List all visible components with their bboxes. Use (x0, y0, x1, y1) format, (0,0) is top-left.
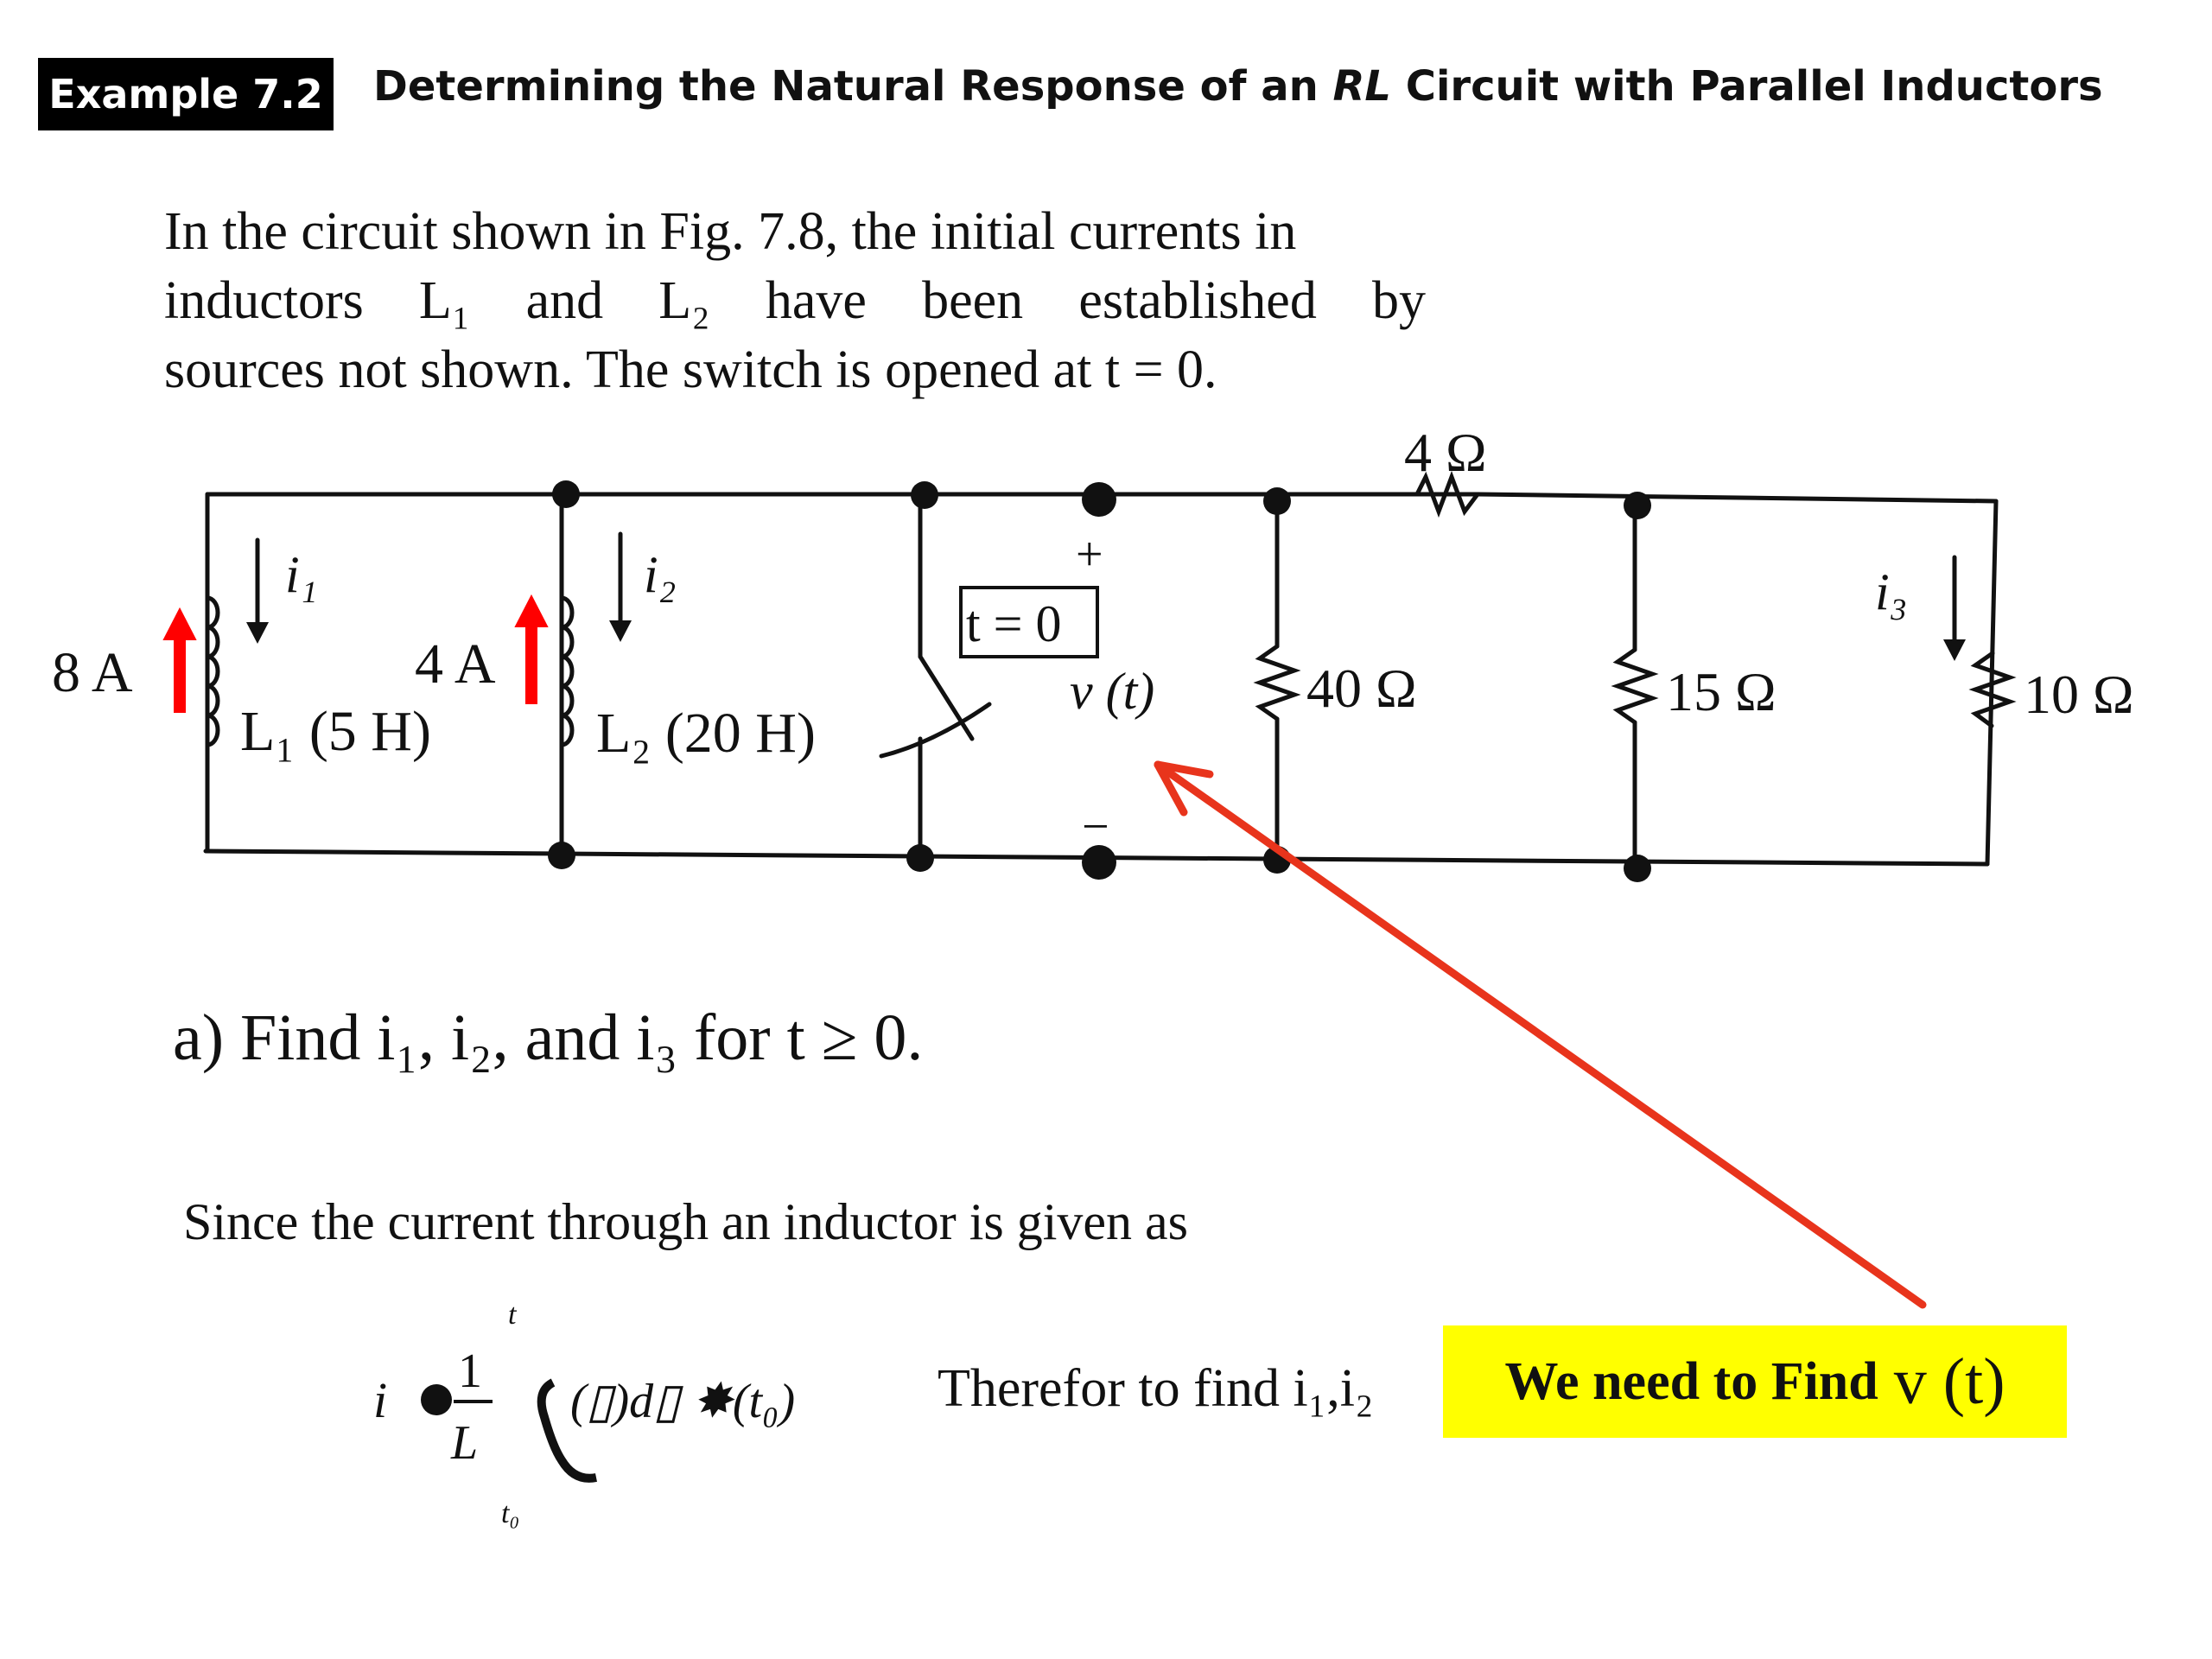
callout-text: We need to Find (1504, 1351, 1878, 1411)
since-text: Since the current through an inductor is… (183, 1193, 1189, 1250)
annotation-arrow (1154, 760, 1927, 1309)
source-4a-label: 4 A (415, 632, 496, 696)
formula-i: i (373, 1372, 387, 1428)
terminal-minus (1082, 845, 1116, 880)
i2-label: i₂ (644, 546, 677, 603)
resistor-15-symbol (1611, 647, 1659, 725)
i2-arrowhead (609, 620, 632, 642)
resistor-40-label: 40 Ω (1306, 658, 1417, 719)
annotation-arrowhead (1154, 760, 1188, 817)
formula-numerator: 1 (458, 1344, 482, 1398)
i1-label: i₁ (285, 546, 318, 603)
source-8a-arrowhead (162, 607, 197, 640)
formula-equals-glyph (421, 1384, 452, 1415)
formula-body: (▯)d▯ ✸(t₀) (570, 1375, 795, 1428)
resistor-10-symbol (1968, 651, 2017, 728)
inductor-l1-label: L₁ (5 H) (240, 700, 431, 763)
formula-upper-limit: t (508, 1299, 518, 1331)
inductor-current-formula: i 1 L t t₀ (▯)d▯ ✸(t₀) (373, 1299, 795, 1529)
source-8a-label: 8 A (52, 641, 133, 704)
terminal-plus (1082, 482, 1116, 517)
formula-denominator: L (450, 1416, 478, 1470)
integral-glyph (537, 1378, 597, 1483)
intro-line: inductors L₁ and L₂ have been establishe… (164, 271, 1426, 330)
minus-sign: − (1082, 800, 1109, 854)
resistor-4-symbol (1414, 470, 1480, 518)
i3-label: i₃ (1875, 563, 1908, 620)
switch-label: t = 0 (966, 595, 1062, 652)
therefor-text: Therefor to find i₁,i₂ (938, 1359, 1374, 1418)
switch-arrow (879, 702, 992, 759)
i1-arrowhead (246, 622, 269, 644)
node (552, 480, 580, 508)
resistor-40-symbol (1253, 644, 1301, 721)
top-wire (1475, 492, 1999, 504)
inductor-l2-label: L₂ (20 H) (596, 702, 816, 765)
question-a: a) Find i₁, i₂, and i₃ for t ≥ 0. (173, 1001, 924, 1074)
callout-vt: v (t) (1893, 1344, 2005, 1418)
i3-arrowhead (1943, 639, 1966, 661)
intro-line: sources not shown. The switch is opened … (164, 340, 1217, 399)
node (548, 842, 575, 869)
resistor-4-label: 4 Ω (1404, 422, 1487, 483)
source-4a-arrowhead (514, 594, 549, 627)
annotation-arrowhead (1154, 760, 1214, 779)
inductor-l2-symbol (559, 595, 575, 747)
switch-label-box (959, 586, 1099, 658)
title-part: Determining the Natural Response of an (373, 62, 1333, 111)
plus-sign: + (1076, 528, 1103, 582)
problem-statement: In the circuit shown in Fig. 7.8, the in… (164, 197, 1426, 404)
example-title: Determining the Natural Response of an R… (373, 62, 2103, 111)
intro-line: In the circuit shown in Fig. 7.8, the in… (164, 202, 1297, 261)
switch-blade (918, 654, 975, 741)
formula-lower-limit: t₀ (501, 1497, 519, 1529)
node (906, 844, 934, 872)
title-emphasis: RL (1332, 62, 1392, 111)
node (1624, 855, 1651, 882)
node (911, 481, 938, 509)
voltage-label: v (t) (1070, 663, 1154, 720)
node (1624, 492, 1651, 519)
node (1263, 487, 1291, 515)
title-part: Circuit with Parallel Inductors (1391, 62, 2103, 111)
inductor-l1-symbol (205, 595, 220, 747)
resistor-10-label: 10 Ω (2024, 664, 2134, 725)
example-badge: Example 7.2 (38, 58, 334, 130)
resistor-15-label: 15 Ω (1666, 661, 1777, 722)
callout-box: We need to Find v (t) (1443, 1325, 2067, 1438)
